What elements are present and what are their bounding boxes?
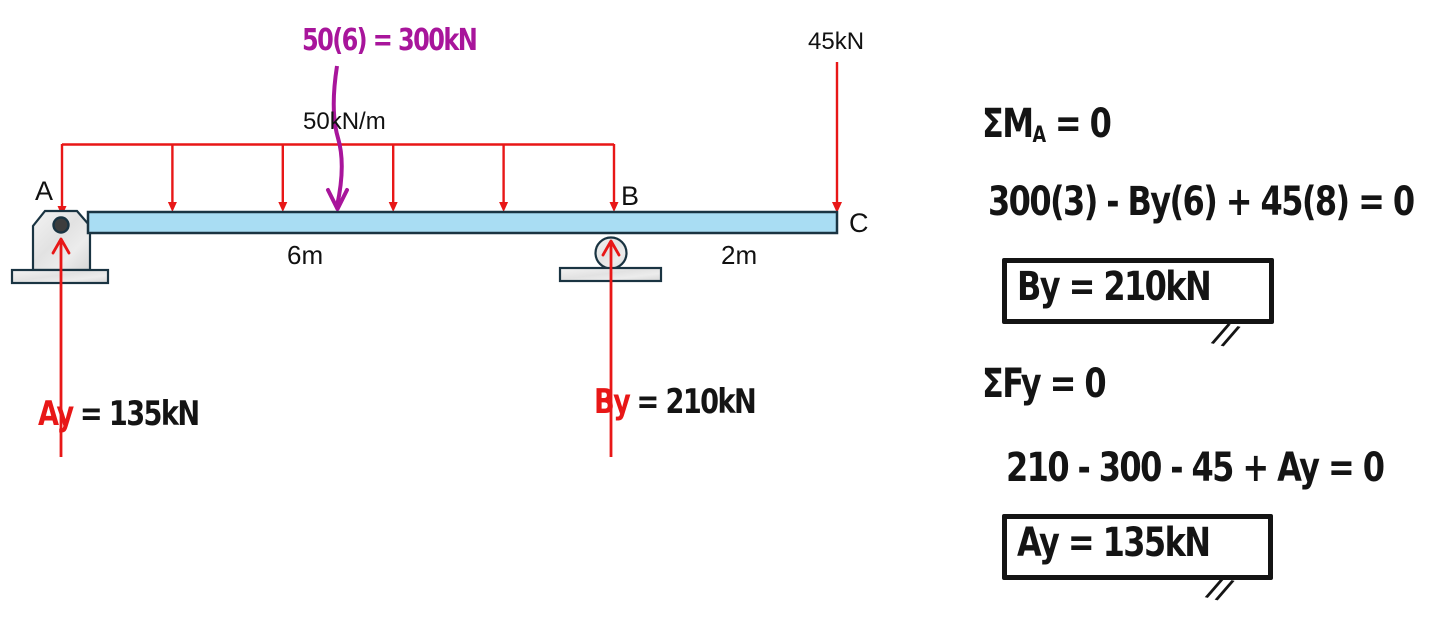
label-c: C (849, 208, 869, 238)
force-equation-header: ΣFy = 0 (982, 361, 1107, 407)
pin-support-a (10, 209, 110, 285)
distributed-load-label: 50kN/m (303, 108, 386, 135)
pin-a (52, 216, 70, 234)
reaction-arrow-b (601, 239, 621, 457)
resultant-note: 50(6) = 300kN (302, 23, 478, 58)
resultant-arrow (326, 65, 349, 211)
sigma-m-subscript: A (1032, 122, 1047, 148)
point-load-label: 45kN (808, 28, 865, 55)
reaction-arrow-a (51, 237, 71, 457)
span-bc-label: 2m (721, 240, 758, 270)
label-b: B (621, 181, 640, 211)
reaction-a-value: = 135kN (79, 394, 200, 434)
span-ab-label: 6m (287, 240, 324, 270)
reaction-a-symbol: Ay (38, 394, 74, 434)
beam (86, 210, 839, 235)
moment-equation: 300(3) - By(6) + 45(8) = 0 (988, 179, 1415, 225)
reaction-b-value: = 210kN (636, 382, 756, 422)
moment-result-box: By = 210kN (1002, 258, 1274, 324)
moment-result: By = 210kN (1017, 264, 1212, 310)
sigma-m-rhs: = 0 (1045, 101, 1112, 147)
label-a: A (35, 176, 54, 206)
moment-equation-header: ΣMA = 0 (982, 101, 1112, 148)
reaction-a-label: Ay= 135kN (38, 394, 200, 434)
reaction-b-label: By= 210kN (594, 382, 757, 422)
sigma-m: ΣM (982, 101, 1034, 147)
force-result: Ay = 135kN (1017, 520, 1211, 566)
force-equation: 210 - 300 - 45 + Ay = 0 (1006, 445, 1385, 491)
reaction-b-symbol: By (594, 382, 631, 422)
point-load-arrow (832, 62, 842, 213)
force-result-box: Ay = 135kN (1002, 514, 1273, 580)
